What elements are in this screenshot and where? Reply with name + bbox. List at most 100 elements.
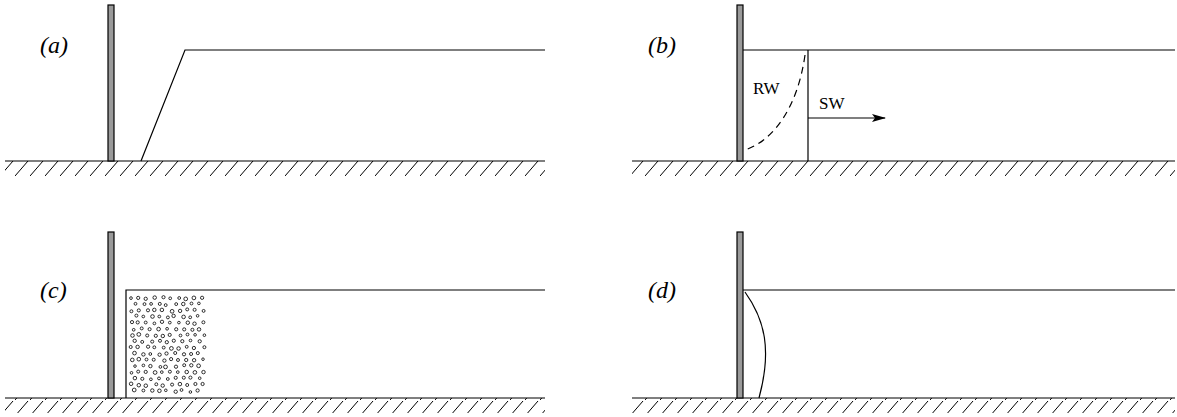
gate-plate: [108, 232, 114, 398]
bubble: [153, 371, 157, 375]
bubble: [193, 308, 196, 311]
bubble: [132, 328, 135, 331]
bubble: [158, 339, 161, 342]
panel-label: (a): [40, 33, 68, 57]
ground-hatch: [632, 398, 1175, 413]
bubble: [153, 346, 156, 349]
bubble: [130, 358, 134, 362]
bubble: [186, 308, 189, 311]
bubble: [158, 389, 162, 393]
bubble: [189, 316, 192, 319]
bubble: [189, 339, 192, 342]
bubble: [181, 340, 184, 343]
ground-line: [632, 397, 1175, 398]
bubble: [192, 346, 195, 349]
bubble: [133, 376, 137, 380]
bubble: [166, 378, 169, 381]
bubble: [202, 309, 205, 312]
water-front: [745, 292, 766, 398]
bubble: [196, 314, 199, 317]
bubble: [141, 340, 144, 343]
ground-hatch: [5, 398, 545, 413]
bubble: [135, 314, 138, 317]
bubble: [137, 383, 141, 387]
bubble: [129, 345, 132, 348]
bubble: [202, 321, 205, 324]
bubble: [158, 377, 161, 380]
bubble: [144, 384, 148, 388]
ground-hatch: [5, 161, 545, 176]
bubble: [137, 333, 141, 337]
bubble: [165, 341, 168, 344]
bubble: [198, 340, 201, 343]
bubble: [190, 302, 193, 305]
bubble: [150, 303, 153, 306]
bubble: [194, 333, 197, 336]
bubble: [193, 371, 197, 375]
bubble: [190, 352, 193, 355]
bubble: [137, 296, 140, 299]
bubble: [151, 389, 154, 392]
bubble: [162, 346, 165, 349]
bubble: [178, 297, 181, 300]
bubble: [163, 359, 166, 362]
bubble: [198, 377, 201, 380]
bubble: [161, 384, 164, 387]
bubble: [146, 345, 149, 348]
ground-line: [5, 397, 545, 398]
bubble: [182, 315, 186, 319]
aerated-region: [129, 296, 206, 394]
bubble: [170, 309, 174, 313]
bubble: [142, 389, 145, 392]
bubble: [190, 364, 193, 367]
bubble: [185, 358, 188, 361]
ground-hatch: [632, 161, 1175, 176]
bubble: [172, 339, 175, 342]
bubble: [175, 328, 178, 331]
bubble: [136, 345, 139, 348]
bubble: [150, 378, 153, 381]
bubble: [191, 328, 194, 331]
water-surface: [743, 289, 1175, 290]
bubble: [155, 383, 158, 386]
bubble: [171, 383, 174, 386]
bubble: [168, 321, 171, 324]
bubble: [164, 389, 167, 392]
bubble: [186, 383, 189, 386]
bubble: [174, 351, 177, 354]
bubble: [178, 382, 182, 386]
bubble: [130, 371, 133, 374]
bubble: [182, 353, 185, 356]
bubble: [202, 358, 205, 361]
bubble: [154, 334, 157, 337]
wave-label: SW: [818, 95, 846, 112]
water-surface: [126, 290, 545, 398]
bubble: [201, 382, 204, 385]
bubble: [165, 352, 168, 355]
bubble: [180, 389, 183, 392]
bubble: [145, 358, 148, 361]
bubble: [159, 366, 162, 369]
bubble: [158, 315, 161, 318]
bubble: [189, 376, 192, 379]
bubble: [192, 359, 195, 362]
bubble: [164, 365, 168, 369]
bubble: [168, 370, 171, 373]
bubble: [151, 340, 154, 343]
bubble: [198, 302, 201, 305]
bubble: [140, 327, 143, 330]
bubble: [169, 297, 172, 300]
bubble: [142, 353, 145, 356]
bubble: [157, 327, 161, 331]
bubble: [153, 322, 156, 325]
bubble: [202, 370, 205, 373]
bubble: [182, 302, 186, 306]
wave-label: RW: [752, 80, 780, 97]
bubble: [196, 352, 199, 355]
bubble: [129, 382, 133, 386]
panel-label: (c): [40, 278, 67, 302]
bubble: [168, 333, 171, 336]
bubble: [196, 389, 199, 392]
bubble: [133, 351, 137, 355]
